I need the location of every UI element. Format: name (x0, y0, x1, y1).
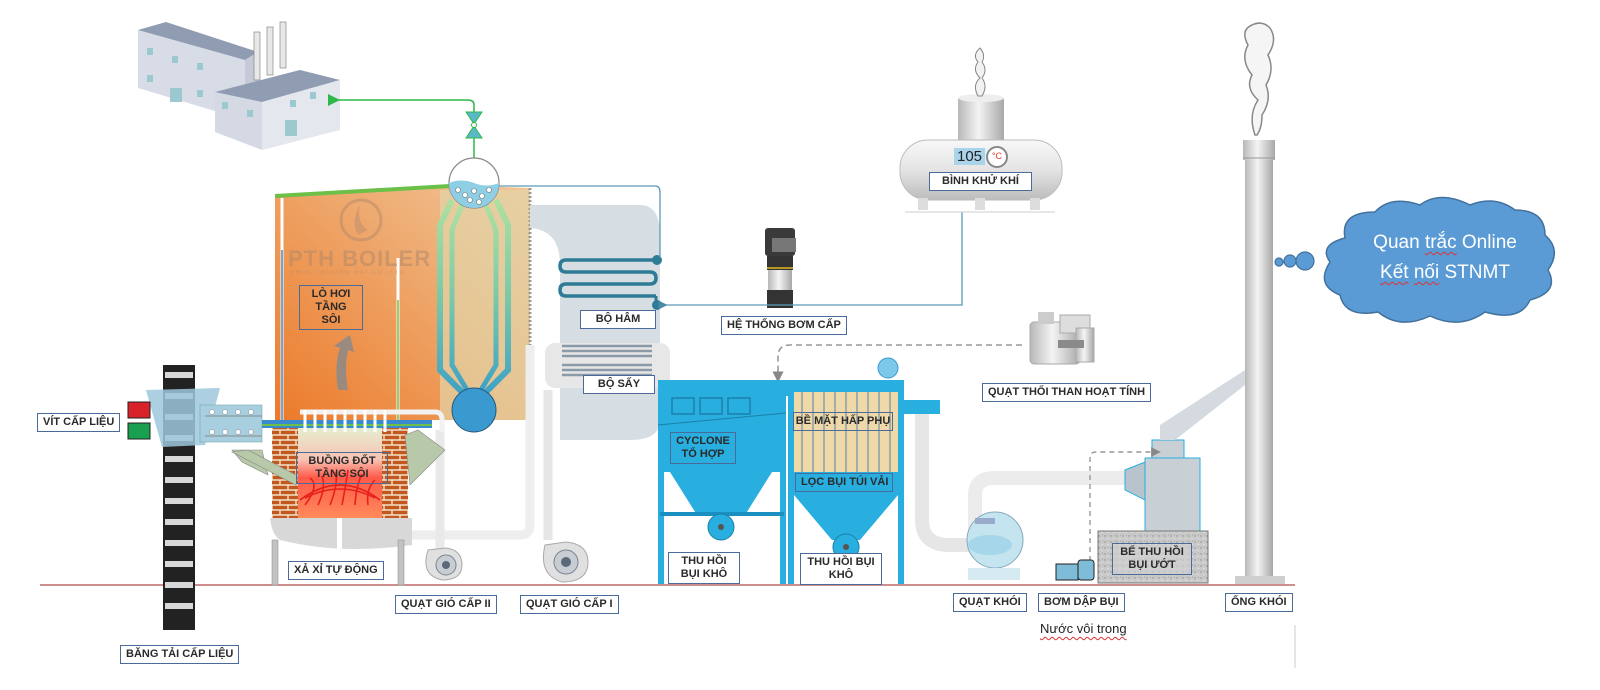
label-feed-screw: VÍT CẤP LIỆU (37, 413, 121, 432)
feedwater-line (658, 212, 963, 310)
steam-drum (448, 157, 500, 209)
label-dry-dust-recovery-1: THU HỒI BỤI KHÔ (668, 552, 740, 584)
flue-gas-fan-icon (966, 511, 1024, 580)
label-combustion-chamber: BUỒNG ĐỐT TẦNG SÔI (296, 452, 388, 484)
label-dry-dust-recovery-2: THU HỒI BỤI KHÔ (800, 553, 882, 585)
label-activated-carbon-blower: QUẠT THỔI THAN HOẠT TÍNH (982, 383, 1152, 402)
steam-valve-icon (465, 111, 483, 139)
chimney (1235, 140, 1285, 584)
label-dust-suppression-pump: BƠM DẬP BỤI (1038, 593, 1125, 612)
water-tubes (437, 198, 511, 401)
feedwater-return-line (499, 185, 661, 258)
label-boiler: LÒ HƠI TẦNG SÔI (299, 285, 363, 330)
feed-screw (127, 388, 269, 476)
chimney-smoke-icon (1244, 22, 1275, 136)
label-flue-gas-fan: QUẠT KHÓI (953, 593, 1027, 612)
secondary-air-fan-icon (425, 547, 463, 581)
steam-supply-line (328, 94, 475, 160)
label-air-preheater: BỘ SẤY (583, 375, 655, 394)
label-deaerator: BÌNH KHỬ KHÍ (929, 172, 1032, 191)
thermometer-icon (986, 146, 1008, 168)
economizer-coil (558, 258, 658, 298)
feed-pump-icon (765, 228, 796, 308)
motor-green-icon (127, 422, 151, 440)
flue-duct (915, 414, 970, 552)
dust-suppression-line (1089, 447, 1161, 570)
activated-carbon-line (772, 344, 1022, 383)
mud-drum (451, 387, 497, 433)
label-feed-conveyor: BĂNG TẢI CẤP LIỆU (120, 645, 240, 664)
monitoring-cloud-icon (1274, 196, 1555, 323)
deaerator-temperature: 105 (954, 148, 986, 165)
watermark-brand: PTH BOILER (288, 246, 432, 271)
temperature-value: 105 (957, 148, 983, 165)
cloud-line-2: Kết nối STNMT (1380, 262, 1510, 283)
pump-note: Nước vôi trong (1040, 621, 1127, 636)
cloud-line-1: Quan trắc Online (1373, 232, 1517, 253)
label-bag-filter: LỌC BỤI TÚI VẢI (795, 473, 893, 492)
cloud-text: Quan trắc Online Kết nối STNMT (1345, 228, 1545, 288)
label-feed-pump-system: HỆ THỐNG BƠM CẤP (721, 316, 847, 335)
label-primary-air-fan: QUẠT GIÓ CẤP I (520, 595, 619, 614)
label-auto-ash-discharge: XẢ XỈ TỰ ĐỘNG (288, 561, 384, 580)
activated-carbon-blower-icon (1029, 312, 1095, 365)
watermark-company: PHUC TRUONG HAI CO.,LTD (290, 270, 406, 276)
combustion-chamber (231, 410, 446, 586)
flow-arrow-icon (334, 335, 354, 390)
label-chimney: ỐNG KHÓI (1225, 593, 1293, 612)
factory-building-icon (138, 21, 340, 150)
label-adsorption-surface: BỀ MẶT HẤP PHỤ (793, 412, 893, 431)
label-economizer: BỘ HÂM (580, 310, 656, 329)
primary-air-fan-icon (542, 541, 589, 583)
steam-vent-icon (974, 47, 986, 97)
dust-suppression-pump-icon (1055, 559, 1095, 581)
bag-filter-unit (788, 357, 940, 584)
flame-icon (299, 469, 381, 506)
motor-red-icon (127, 401, 151, 419)
temperature-unit: °C (991, 151, 1003, 161)
label-combined-cyclone: CYCLONE TỔ HỢP (670, 432, 736, 464)
label-secondary-air-fan: QUẠT GIÓ CẤP II (395, 595, 497, 614)
air-nozzles (303, 410, 387, 432)
label-wet-dust-tank: BỂ THU HỒI BỤI ƯỚT (1112, 543, 1192, 575)
boiler-logo-icon (339, 198, 383, 242)
